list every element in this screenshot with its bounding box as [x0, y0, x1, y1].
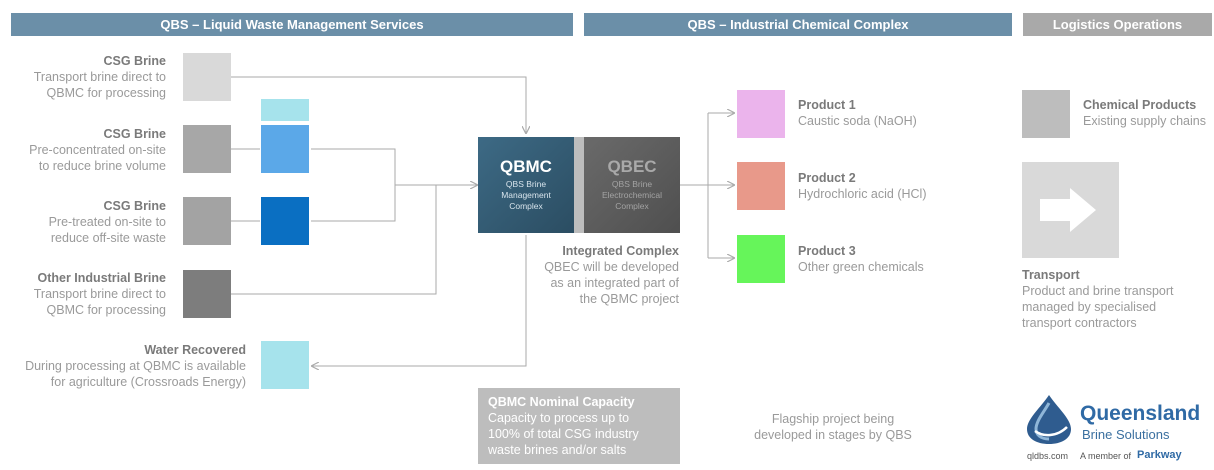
source-other-industrial-brine: Other Industrial Brine Transport brine d… — [11, 270, 166, 318]
flagship-line: developed in stages by QBS — [754, 428, 912, 442]
source-desc-line: Transport brine direct to — [33, 287, 166, 301]
capacity-desc-line: 100% of total CSG industry — [488, 427, 639, 441]
qbmc-box: QBMC QBS Brine Management Complex — [478, 137, 574, 233]
product-title: Product 1 — [798, 98, 856, 112]
logo-sub: Brine Solutions — [1082, 427, 1170, 442]
chemical-products-title: Chemical Products — [1083, 98, 1197, 112]
source-box-csg-3 — [183, 197, 231, 245]
product-title: Product 2 — [798, 171, 856, 185]
capacity-desc-line: Capacity to process up to — [488, 411, 630, 425]
capacity-box: QBMC Nominal Capacity Capacity to proces… — [478, 388, 680, 464]
water-desc-line: for agriculture (Crossroads Energy) — [50, 375, 246, 389]
water-title: Water Recovered — [144, 343, 246, 357]
transport-box — [1022, 162, 1119, 258]
header-logistics: Logistics Operations — [1023, 13, 1212, 36]
source-box-csg-1 — [183, 53, 231, 101]
source-title: CSG Brine — [103, 54, 166, 68]
qbmc-name: QBMC — [500, 157, 552, 176]
integrated-complex: Integrated Complex QBEC will be develope… — [520, 243, 679, 307]
source-title: CSG Brine — [103, 127, 166, 141]
header-liquid-waste: QBS – Liquid Waste Management Services — [11, 13, 573, 36]
transport: Transport Product and brine transport ma… — [1022, 267, 1212, 331]
preconcentrate-box — [261, 125, 309, 173]
product-3: Product 3 Other green chemicals — [798, 243, 998, 275]
qbec-sub: Electrochemical — [602, 190, 662, 200]
qbec-name: QBEC — [607, 157, 657, 176]
source-desc-line: QBMC for processing — [46, 303, 166, 317]
product-2: Product 2 Hydrochloric acid (HCl) — [798, 170, 998, 202]
integrated-desc-line: as an integrated part of — [550, 276, 679, 290]
integrated-desc-line: QBEC will be developed — [544, 260, 679, 274]
logo-member: A member of — [1080, 451, 1132, 461]
company-logo: Queensland Brine Solutions qldbs.com A m… — [1020, 393, 1214, 465]
source-desc-line: reduce off-site waste — [50, 231, 166, 245]
water-recovered: Water Recovered During processing at QBM… — [5, 342, 246, 390]
qbec-sub: QBS Brine — [611, 179, 653, 189]
source-csg-brine-1: CSG Brine Transport brine direct to QBMC… — [11, 53, 166, 101]
logo-url: qldbs.com — [1027, 451, 1069, 461]
water-box — [261, 341, 309, 389]
arrow-right-icon — [1040, 188, 1096, 232]
product-2-box — [737, 162, 785, 210]
source-desc-line: to reduce brine volume — [38, 159, 166, 173]
logo-parent: Parkway — [1137, 449, 1182, 461]
source-desc-line: Transport brine direct to — [33, 70, 166, 84]
source-title: CSG Brine — [103, 199, 166, 213]
source-title: Other Industrial Brine — [37, 271, 167, 285]
qbmc-sub: Management — [501, 190, 551, 200]
qbec-box: QBEC QBS Brine Electrochemical Complex — [584, 137, 680, 233]
product-desc: Caustic soda (NaOH) — [798, 114, 917, 128]
transport-desc-line: managed by specialised — [1022, 300, 1157, 314]
source-csg-brine-3: CSG Brine Pre-treated on-site to reduce … — [11, 198, 166, 246]
flagship-line: Flagship project being — [771, 412, 895, 426]
product-1: Product 1 Caustic soda (NaOH) — [798, 97, 998, 129]
product-1-box — [737, 90, 785, 138]
product-title: Product 3 — [798, 244, 856, 258]
integrated-title: Integrated Complex — [562, 244, 679, 258]
qbec-sub: Complex — [615, 201, 649, 211]
product-desc: Hydrochloric acid (HCl) — [798, 187, 927, 201]
qbmc-sub: Complex — [509, 201, 543, 211]
source-desc-line: Pre-treated on-site to — [48, 215, 166, 229]
preconcentrate-cap-box — [261, 99, 309, 121]
chemical-products-desc: Existing supply chains — [1083, 114, 1206, 128]
source-desc-line: QBMC for processing — [46, 86, 166, 100]
source-desc-line: Pre-concentrated on-site — [29, 143, 166, 157]
water-desc-line: During processing at QBMC is available — [25, 359, 246, 373]
transport-desc-line: Product and brine transport — [1022, 284, 1174, 298]
source-box-csg-2 — [183, 125, 231, 173]
header-chemical-complex: QBS – Industrial Chemical Complex — [584, 13, 1012, 36]
transport-title: Transport — [1022, 268, 1080, 282]
chemical-products-box — [1022, 90, 1070, 138]
logo-name: Queensland — [1080, 402, 1201, 425]
product-3-box — [737, 235, 785, 283]
flagship-note: Flagship project being developed in stag… — [733, 411, 933, 443]
transport-desc-line: transport contractors — [1022, 316, 1137, 330]
integrated-desc-line: the QBMC project — [579, 292, 679, 306]
chemical-products: Chemical Products Existing supply chains — [1083, 97, 1214, 129]
water-drop-icon — [1027, 395, 1071, 444]
integration-divider — [574, 137, 584, 233]
product-desc: Other green chemicals — [798, 260, 924, 274]
qbmc-sub: QBS Brine — [505, 179, 547, 189]
source-box-other — [183, 270, 231, 318]
source-csg-brine-2: CSG Brine Pre-concentrated on-site to re… — [11, 126, 166, 174]
capacity-desc-line: waste brines and/or salts — [488, 443, 627, 457]
pretreat-box — [261, 197, 309, 245]
capacity-title: QBMC Nominal Capacity — [488, 395, 635, 409]
